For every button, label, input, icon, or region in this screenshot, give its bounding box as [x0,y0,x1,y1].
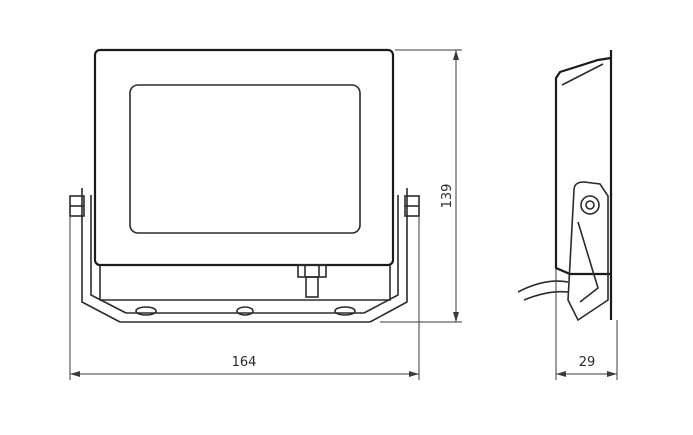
width-label: 164 [232,355,257,370]
height-arrow-bottom [453,312,459,322]
cable-gland [297,264,327,278]
side-bracket-inner [577,221,599,303]
mounting-slot-center [236,306,254,316]
side-pivot-center [585,200,595,210]
mounting-slot-right [334,306,356,316]
height-label: 139 [440,184,455,209]
bracket-left-arm [81,188,121,323]
side-cable [517,280,569,301]
depth-arrow-left [556,371,566,377]
bracket-right-arm-inner [363,195,399,314]
housing-body [93,48,395,267]
side-fin-line [561,63,604,86]
width-arrow-right [409,371,419,377]
height-dimension: 139 [380,49,462,323]
bracket-right-arm [369,188,408,323]
side-bracket [567,181,609,322]
depth-dimension: 29 [555,268,618,380]
height-arrow-top [453,50,459,60]
width-arrow-left [70,371,80,377]
side-view [517,50,613,322]
housing-lower [99,265,391,301]
bracket-left-arm-inner [90,195,127,314]
side-pivot-knob [580,195,600,215]
lens-window [129,84,361,234]
mounting-slot-left [135,306,157,316]
depth-arrow-right [607,371,617,377]
width-dimension: 164 [69,216,420,380]
depth-label: 29 [579,355,596,370]
front-view [69,48,420,323]
cable-stub [305,276,319,298]
